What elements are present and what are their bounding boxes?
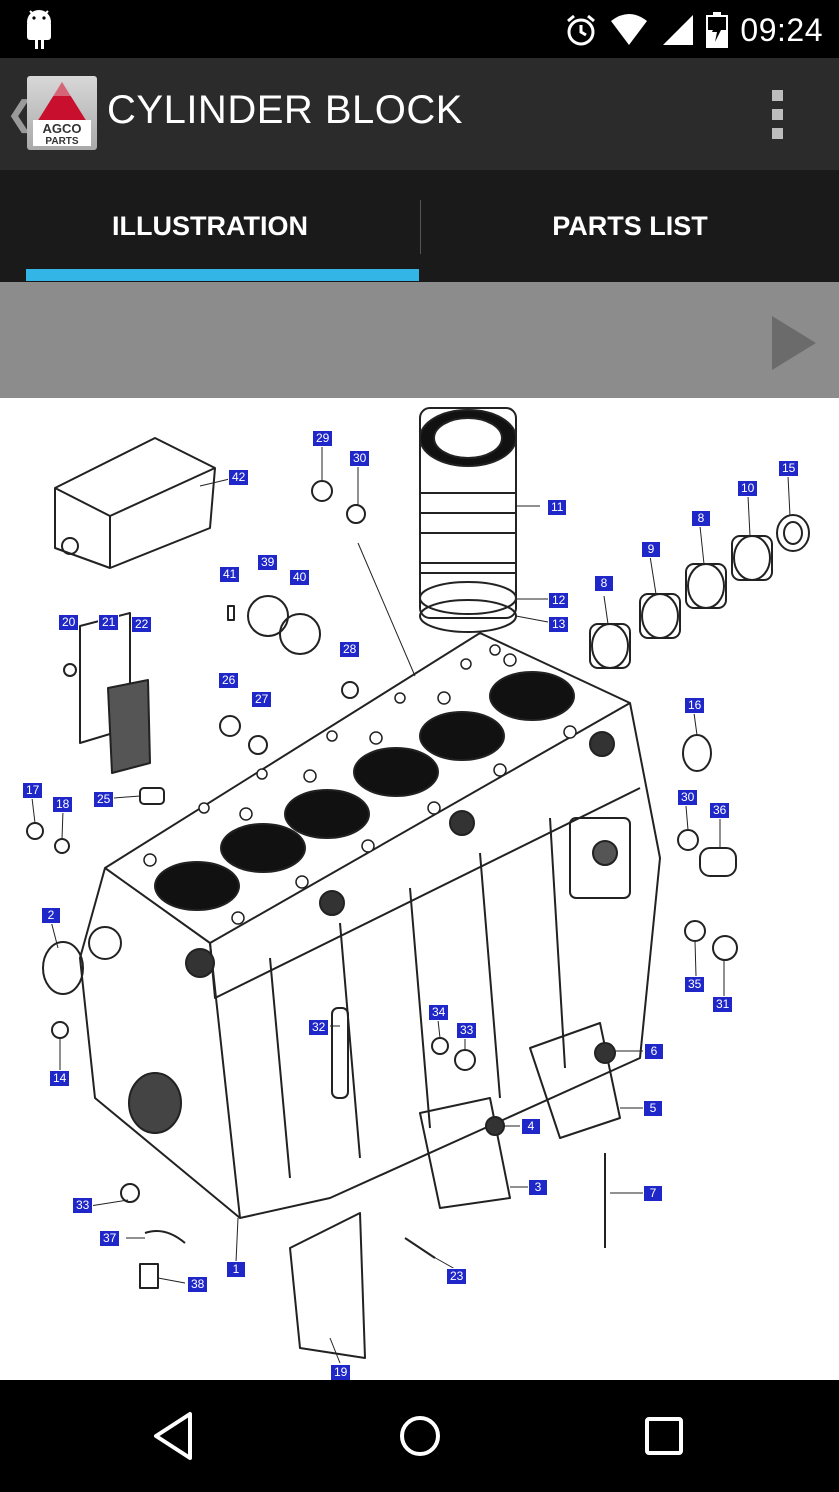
callout-label[interactable]: 31 xyxy=(712,996,734,1013)
illustration-panel: 29 30 42 11 12 13 15 10 8 9 8 41 39 40 2… xyxy=(0,398,839,1381)
callout-label[interactable]: 10 xyxy=(737,480,759,497)
recents-icon[interactable] xyxy=(642,1414,686,1458)
alarm-icon xyxy=(567,14,596,46)
status-bar: 09:24 xyxy=(0,0,839,58)
callout-label[interactable]: 18 xyxy=(52,796,74,813)
callout-label[interactable]: 1 xyxy=(226,1261,246,1278)
callout-label[interactable]: 25 xyxy=(93,791,115,808)
callout-label[interactable]: 8 xyxy=(691,510,711,527)
callout-label[interactable]: 40 xyxy=(289,569,311,586)
callout-label[interactable]: 33 xyxy=(456,1022,478,1039)
callout-label[interactable]: 5 xyxy=(643,1100,663,1117)
callout-label[interactable]: 32 xyxy=(308,1019,330,1036)
callout-label[interactable]: 14 xyxy=(49,1070,71,1087)
android-icon xyxy=(22,10,56,49)
overflow-menu-icon[interactable] xyxy=(764,88,792,140)
selected-tab-indicator xyxy=(26,269,419,281)
callout-label[interactable]: 30 xyxy=(349,450,371,467)
battery-icon xyxy=(706,12,729,48)
callout-label[interactable]: 2 xyxy=(41,907,61,924)
callout-label[interactable]: 41 xyxy=(219,566,241,583)
callout-label[interactable]: 7 xyxy=(643,1185,663,1202)
illustration-toolbar xyxy=(0,282,839,398)
home-icon[interactable] xyxy=(396,1412,444,1460)
play-icon[interactable] xyxy=(772,316,816,370)
tab-divider xyxy=(420,200,421,254)
callout-label[interactable]: 33 xyxy=(72,1197,94,1214)
callout-label[interactable]: 9 xyxy=(641,541,661,558)
tab-bar: ILLUSTRATION PARTS LIST xyxy=(0,170,839,282)
callout-label[interactable]: 16 xyxy=(684,697,706,714)
callout-label[interactable]: 15 xyxy=(778,460,800,477)
page-title: CYLINDER BLOCK xyxy=(107,88,463,132)
callout-label[interactable]: 3 xyxy=(528,1179,548,1196)
callout-label[interactable]: 21 xyxy=(98,614,120,631)
callout-label[interactable]: 12 xyxy=(548,592,570,609)
cylinder-block-diagram[interactable] xyxy=(0,398,839,1380)
callout-label[interactable]: 17 xyxy=(22,782,44,799)
callout-label[interactable]: 30 xyxy=(677,789,699,806)
callout-label[interactable]: 37 xyxy=(99,1230,121,1247)
callout-label[interactable]: 22 xyxy=(131,616,153,633)
callout-label[interactable]: 20 xyxy=(58,614,80,631)
navigation-bar xyxy=(0,1380,839,1492)
status-icons: 09:24 xyxy=(564,8,823,52)
callout-label[interactable]: 27 xyxy=(251,691,273,708)
callout-label[interactable]: 35 xyxy=(684,976,706,993)
wifi-icon xyxy=(611,14,648,45)
callout-label[interactable]: 23 xyxy=(446,1268,468,1285)
action-bar: ❮ AGCO PARTS CYLINDER BLOCK xyxy=(0,58,839,170)
tab-illustration[interactable]: ILLUSTRATION xyxy=(112,210,308,241)
callout-label[interactable]: 26 xyxy=(218,672,240,689)
callout-label[interactable]: 29 xyxy=(312,430,334,447)
callout-label[interactable]: 8 xyxy=(594,575,614,592)
signal-icon xyxy=(663,15,694,45)
callout-label[interactable]: 4 xyxy=(521,1118,541,1135)
callout-label[interactable]: 11 xyxy=(547,499,568,516)
callout-label[interactable]: 34 xyxy=(428,1004,450,1021)
logo-text-bottom: PARTS xyxy=(45,136,78,147)
callout-label[interactable]: 39 xyxy=(257,554,279,571)
back-icon[interactable] xyxy=(150,1410,200,1462)
clock: 09:24 xyxy=(740,11,823,48)
callout-label[interactable]: 36 xyxy=(709,802,731,819)
callout-label[interactable]: 28 xyxy=(339,641,361,658)
callout-label[interactable]: 38 xyxy=(187,1276,209,1293)
callout-label[interactable]: 42 xyxy=(228,469,250,486)
tab-parts-list[interactable]: PARTS LIST xyxy=(552,210,708,241)
logo-text-top: AGCO xyxy=(43,121,82,136)
callout-label[interactable]: 19 xyxy=(330,1364,352,1381)
app-logo[interactable]: AGCO PARTS xyxy=(27,76,97,150)
callout-label[interactable]: 6 xyxy=(644,1043,664,1060)
callout-label[interactable]: 13 xyxy=(548,616,570,633)
